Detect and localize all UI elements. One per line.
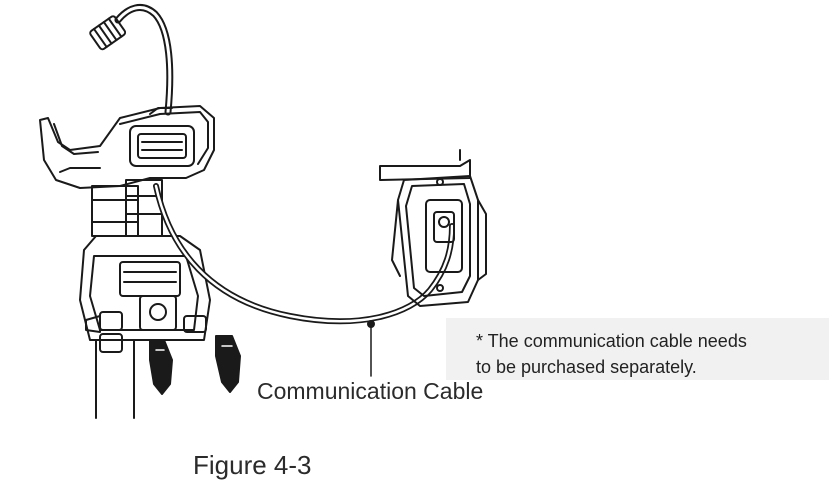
clamp-left (149, 339, 173, 395)
note-line-2: to be purchased separately. (476, 357, 697, 377)
controller-box (379, 149, 487, 307)
stand-legs (95, 339, 135, 419)
figure-caption: Figure 4-3 (193, 450, 312, 480)
gimbal-head (79, 235, 211, 353)
mount-column (91, 179, 163, 237)
monitor-cage (39, 105, 215, 189)
callout-leader (367, 320, 375, 377)
purchase-note: * The communication cable needs to be pu… (446, 318, 829, 380)
callout-label-communication-cable: Communication Cable (257, 378, 484, 404)
note-line-1: * The communication cable needs (476, 331, 747, 351)
gooseneck-lamp (89, 3, 174, 116)
clamp-right (215, 335, 241, 393)
communication-cable (153, 183, 455, 325)
